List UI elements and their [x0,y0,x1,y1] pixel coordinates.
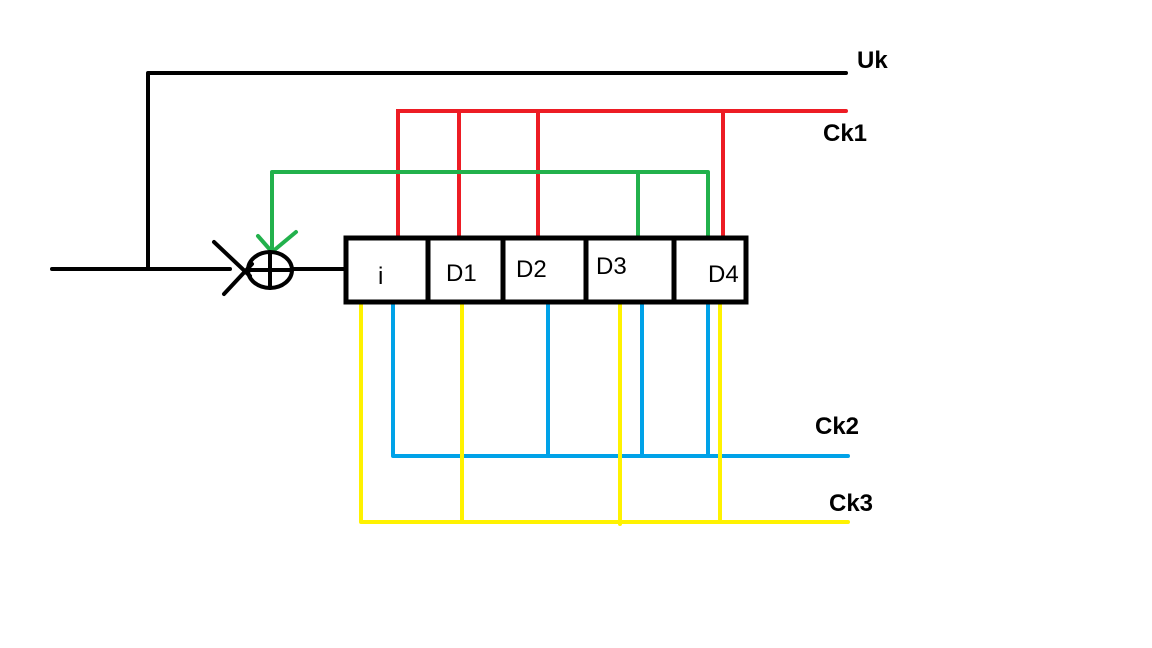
label-ck3: Ck3 [829,490,873,517]
xor-adder [212,240,294,296]
cell-label-d1: D1 [446,260,477,287]
cell-label-i: i [378,263,383,290]
uk-line-group [50,71,848,271]
uk-branch-line [146,71,848,271]
cell-label-d2: D2 [516,256,547,283]
feedback-arrowhead [256,230,298,254]
ck3-line-group [359,300,850,526]
label-uk: Uk [857,47,888,74]
ck3-bus [359,300,850,524]
shift-register [343,235,749,305]
feedback-bus [270,170,710,254]
ck1-bus [396,109,848,240]
ck2-line-group [391,300,850,458]
adder-cross-b [222,262,254,296]
label-ck2: Ck2 [815,413,859,440]
register-outline [343,235,749,305]
ck1-line-group [396,109,848,240]
ck2-bus [391,300,850,458]
cell-label-d3: D3 [596,253,627,280]
cell-label-d4: D4 [708,261,739,288]
label-ck1: Ck1 [823,120,867,147]
